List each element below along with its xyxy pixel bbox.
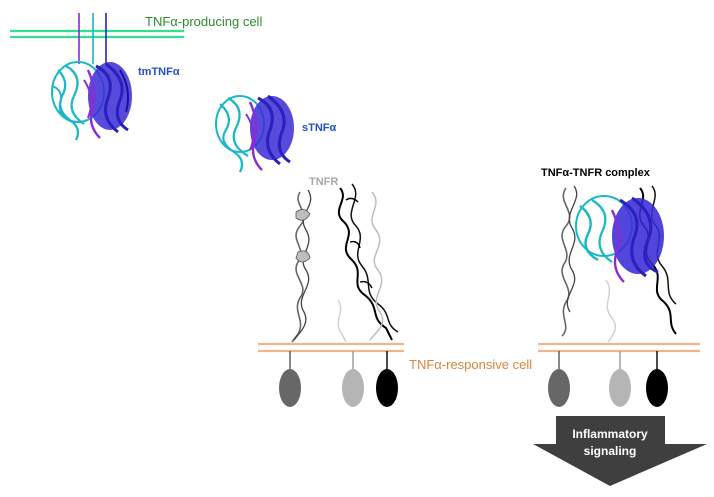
complex-tnf-trimer [575,195,664,283]
intracellular-domain-dark [548,369,570,407]
intracellular-domain-light [609,369,631,407]
signal-label-line1: Inflammatory [572,427,648,441]
signal-label-line2: signaling [584,444,637,458]
intracellular-domains-right [548,351,668,407]
stnf-label: sTNFα [302,122,337,134]
stnf-trimer [215,94,294,173]
tmtnf-trimer [51,61,132,141]
intracellular-domain-light [342,369,364,407]
intracellular-domain-black [376,369,398,407]
tnfr-receptor-dark-left [291,189,312,343]
responsive-cell-label: TNFα-responsive cell [409,357,532,372]
complex-label: TNFα-TNFR complex [541,167,651,179]
responsive-cell-membrane-right [538,342,700,353]
intracellular-domain-dark [279,369,301,407]
responsive-cell-membrane-left [258,342,404,353]
producing-cell-label: TNFα-producing cell [145,14,262,29]
tnfr-label: TNFR [309,176,338,188]
tnfr-receptor-light-left [337,191,384,343]
complex-receptors [561,185,677,343]
producing-cell-membrane [10,29,184,39]
intracellular-domains-left [279,351,398,407]
intracellular-domain-black [646,369,668,407]
inflammatory-signaling-arrow: Inflammatory signaling [533,416,707,486]
tmtnf-anchors [78,13,107,64]
tnfr-receptor-black-left [337,183,399,341]
tmtnf-label: tmTNFα [138,66,180,78]
